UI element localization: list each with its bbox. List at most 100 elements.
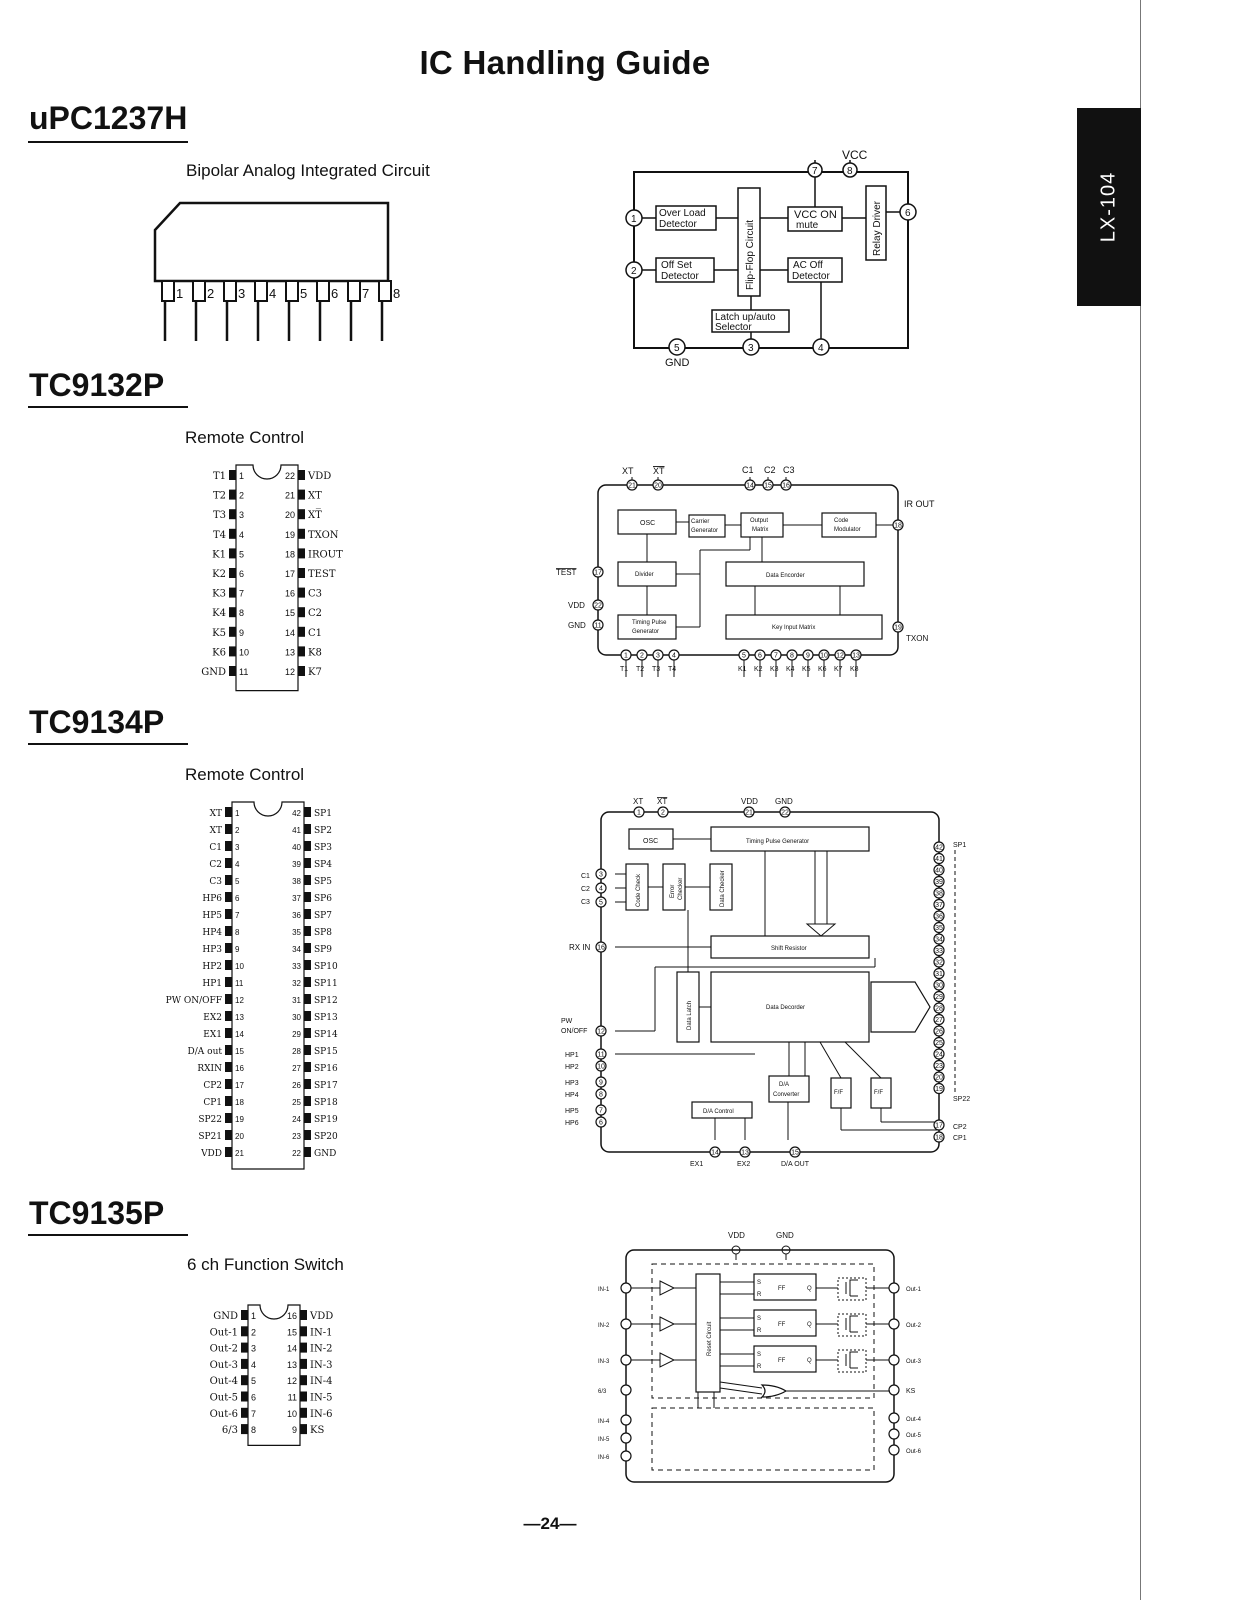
tc9135-gnd: GND [776, 1231, 794, 1240]
dip-pin-1 [229, 470, 236, 480]
tc9132-tlabel-1: T2 [636, 666, 644, 673]
sip-pin-3 [223, 280, 237, 302]
dip-pin-label-22: VDD [307, 471, 331, 482]
dip-pin-label-12: PW ON/OFF [166, 996, 222, 1006]
dip-pin-label-7: Out-6 [210, 1409, 238, 1420]
ic-tc9132p-subtitle: Remote Control [185, 428, 305, 447]
dip-pin-label-1: GND [213, 1311, 238, 1322]
dip-pin-10 [300, 1407, 307, 1418]
dip-pin-label-6: K2 [212, 569, 226, 580]
sip-pin-5 [285, 280, 299, 302]
dip-pin-num-4: 4 [239, 530, 244, 540]
dip-pin-5 [225, 875, 232, 885]
side-tab: LX-104 [1077, 108, 1141, 306]
tc9135-s-0: S [757, 1280, 761, 1286]
dip-pin-3 [225, 841, 232, 851]
tc9132-klabel-6: K7 [834, 666, 843, 673]
dip-pin-6 [229, 568, 236, 578]
tc9134-datachecker: Data Checker [720, 870, 726, 907]
dip-pin-4 [229, 528, 236, 539]
dip-body [231, 801, 305, 1170]
dip-pin-label-9: K5 [212, 628, 226, 639]
tc9132-bottom-pin-5-num: 5 [742, 653, 746, 660]
tc9135-outlow-label-0: Out-4 [906, 1417, 922, 1423]
dip-pin-num-16: 16 [287, 1311, 297, 1321]
dip-pin-16 [225, 1062, 232, 1072]
dip-pin-num-19: 19 [285, 530, 295, 540]
tc9134-right-pin-28 [933, 1002, 945, 1014]
tc9135-ff-2 [753, 1345, 817, 1373]
dip-pin-label-6: HP6 [202, 894, 222, 904]
tc9134-left-pin-5-num: 5 [599, 900, 603, 907]
dip-pin-14 [298, 626, 305, 637]
tc9134-right-pin-27-num: 27 [935, 1017, 943, 1024]
tc9134-right-pin-34-num: 34 [935, 937, 943, 944]
tc9135-inlow-label-2: IN-6 [598, 1455, 610, 1461]
dip-pin-12 [298, 666, 305, 676]
tc9134-ff-2: F/F [874, 1090, 883, 1096]
dip-pin-num-13: 13 [235, 1013, 244, 1022]
dip-pin-num-15: 15 [285, 608, 295, 618]
tc9134-right-pin-33-num: 33 [935, 948, 943, 955]
dip-pin-18 [298, 548, 305, 559]
sip-pin-number-8: 8 [393, 286, 400, 301]
dip-pin-5 [229, 548, 236, 559]
tc9134-bottom-pin-14 [709, 1146, 721, 1158]
dip-pin-label-4: T4 [213, 530, 226, 541]
tc9132-bottom-pin-8-num: 8 [790, 653, 794, 660]
dip-pin-label-11: HP1 [202, 979, 222, 989]
tc9135-inlow-label-1: IN-5 [598, 1437, 610, 1443]
tc9134-left-pin-16 [595, 941, 607, 953]
tc9132-top-pin-20 [652, 479, 664, 491]
tc9134-daconv-1: D/A [779, 1082, 789, 1088]
dip-pin-num-5: 5 [235, 877, 240, 886]
dip-pin-label-37: SP6 [314, 894, 332, 904]
dip-pin-num-21: 21 [285, 491, 295, 501]
upc-offset-2: Detector [661, 271, 699, 282]
sip-pin-7 [347, 280, 361, 302]
sip-pin-2 [192, 280, 206, 302]
tc9135-out-pin-2 [888, 1354, 900, 1366]
tc9132-top-pin-16 [780, 479, 792, 491]
tc9134-top-pin-21-num: 21 [745, 810, 753, 817]
tc9134-right-pin-29 [933, 990, 945, 1003]
tc9134-hp-label-0: HP1 [565, 1052, 579, 1059]
tc9135-q-1: Q [807, 1322, 812, 1328]
dip-pin-num-11: 11 [235, 979, 244, 988]
dip-pin-19 [225, 1113, 232, 1123]
tc9134-decorder: Data Decorder [766, 1005, 805, 1011]
tc9135-s-1: S [757, 1316, 761, 1322]
tc9132-left-pin-22-num: 22 [594, 603, 602, 610]
tc9132-top-pin-20-num: 20 [654, 483, 662, 490]
dip-pin-32 [304, 977, 311, 987]
tc9135-buffer-1 [659, 1316, 676, 1332]
tc9135-ff-label-0: FF [778, 1286, 786, 1292]
dip-pin-num-25: 25 [292, 1098, 301, 1107]
dip-pin-label-2: T2 [213, 491, 226, 502]
dip-pin-num-9: 9 [239, 628, 244, 638]
dip-pin-4 [225, 858, 232, 868]
dip-pin-label-30: SP13 [314, 1013, 338, 1023]
tc9134-gnd: GND [775, 797, 793, 806]
dip-pin-2 [225, 824, 232, 834]
dip-pin-label-33: SP10 [314, 962, 338, 972]
dip-pin-num-8: 8 [235, 928, 240, 937]
upc-acoff-1: AC Off [793, 260, 823, 271]
dip-pin-num-20: 20 [285, 510, 295, 520]
dip-pin-label-15: D/A out [188, 1047, 223, 1057]
dip-pin-6 [241, 1391, 248, 1402]
dip-pin-label-42: SP1 [314, 809, 332, 819]
upc-gnd-label: GND [665, 357, 690, 369]
dip-pin-label-27: SP16 [314, 1064, 338, 1074]
dip-pin-label-14: C1 [308, 628, 322, 639]
dip-pin-11 [225, 977, 232, 987]
dip-pin-num-38: 38 [292, 877, 301, 886]
dip-pin-label-18: IROUT [308, 549, 343, 560]
dip-pin-3 [241, 1342, 248, 1353]
tc9134-right-pin-23 [933, 1059, 945, 1072]
dip-pin-label-3: T3 [213, 510, 226, 521]
dip-pin-num-3: 3 [251, 1344, 256, 1354]
tc9134-right-pin-42 [933, 841, 945, 853]
upc-overload-1: Over Load [659, 208, 706, 219]
